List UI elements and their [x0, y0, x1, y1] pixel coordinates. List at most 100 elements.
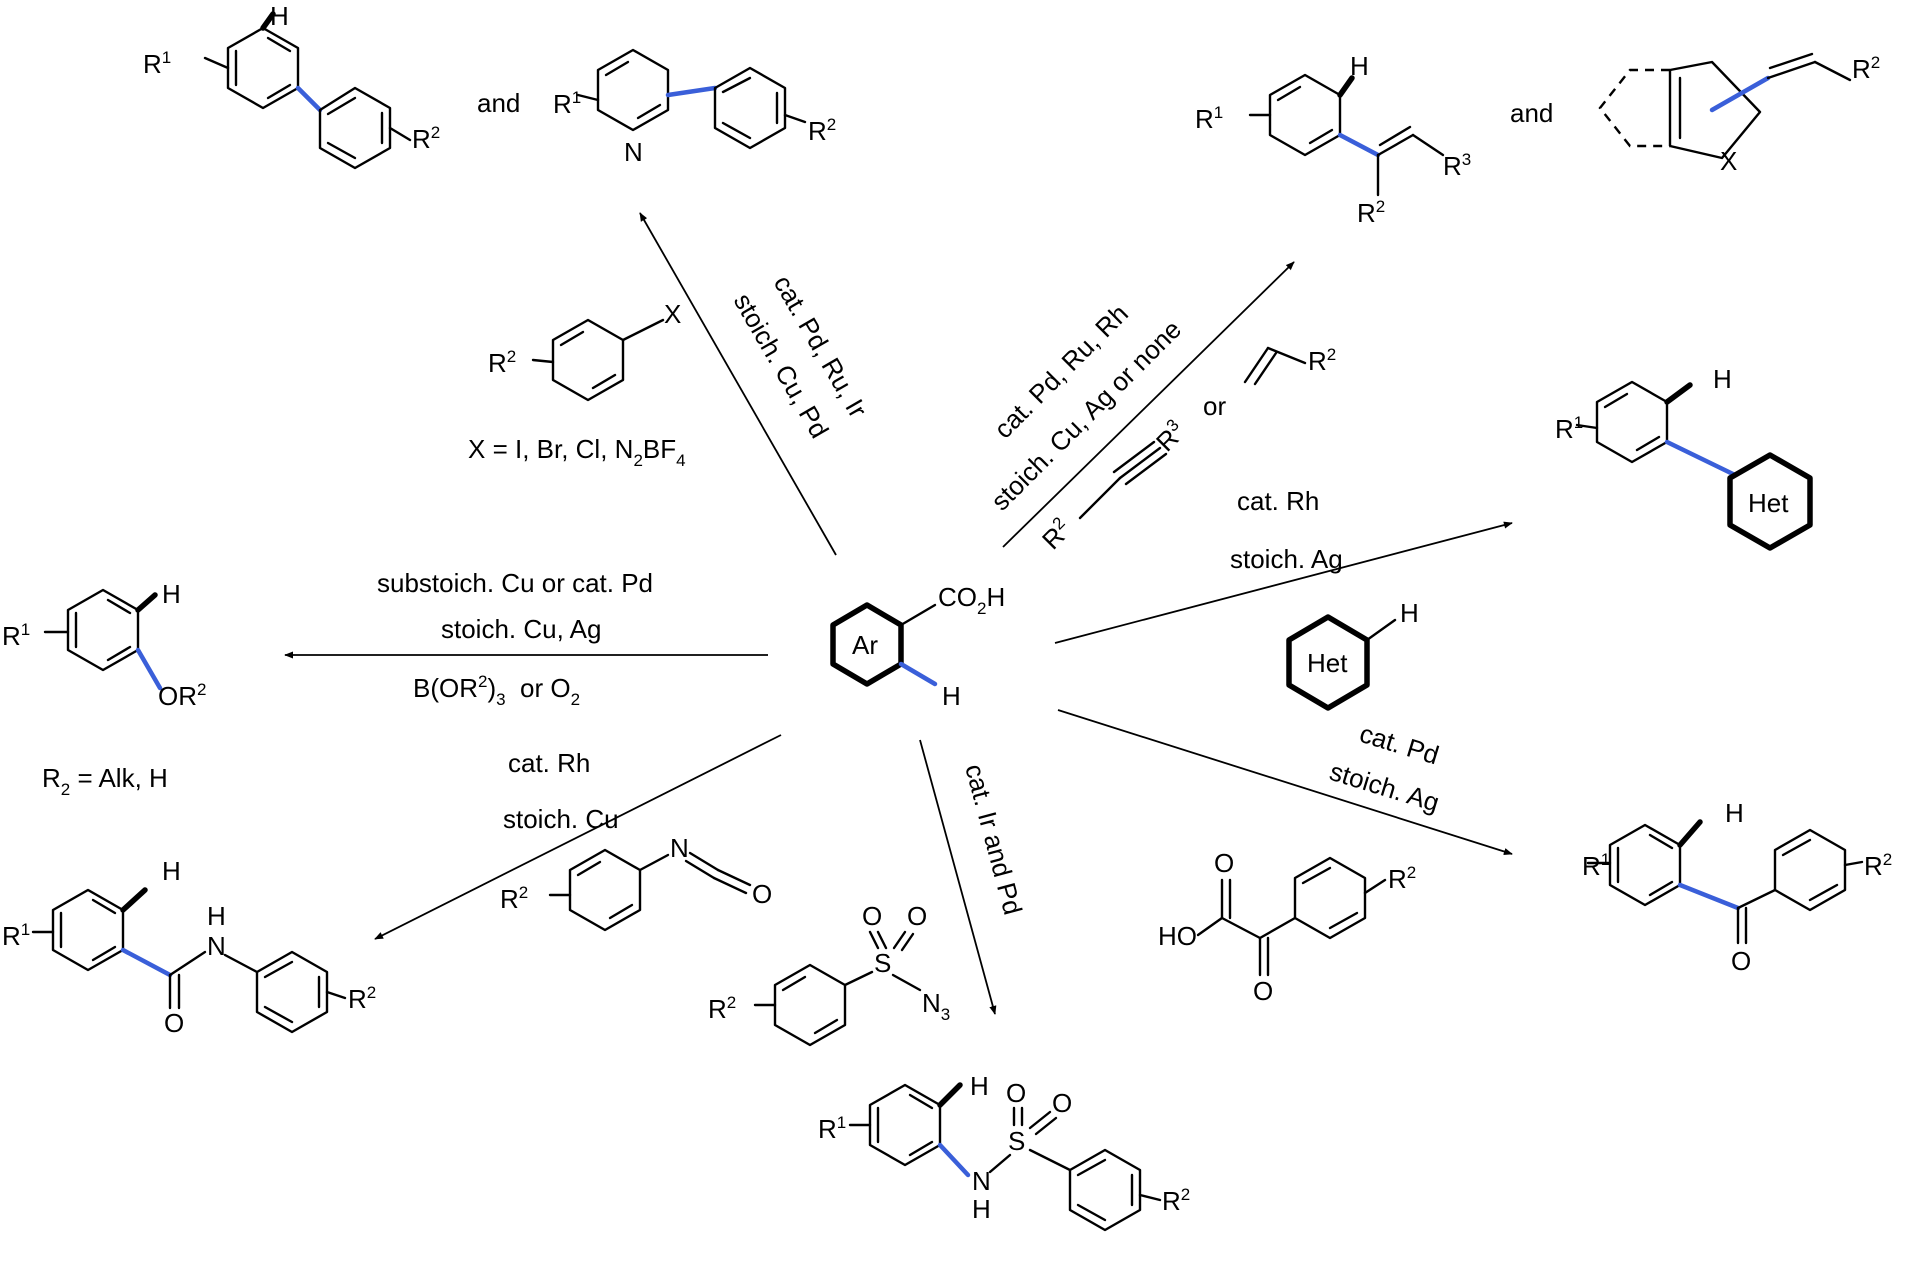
substituent-r1: R1 [553, 88, 581, 119]
substituent-r1: R1 [818, 1113, 846, 1144]
or-label: or [1203, 391, 1226, 421]
substituent-or2: OR2 [158, 680, 206, 711]
product-phenol-ether: H R1 OR2 [2, 579, 206, 711]
atom-o: O [1052, 1088, 1072, 1118]
atom-h: H [1725, 798, 1744, 828]
conditions-heteroarylation: cat. Rh stoich. Ag [1230, 486, 1343, 574]
amidation-condition-1: cat. Rh [508, 748, 590, 778]
heteroarylation-condition-1: cat. Rh [1237, 486, 1319, 516]
and-label: and [477, 88, 520, 118]
oxygenation-condition-3: B(OR2)3 or O2 [413, 672, 580, 709]
amide-h: H [207, 901, 226, 931]
substituent-r1: R1 [1582, 850, 1610, 881]
arrow-to-sulfonamide [919, 739, 997, 1015]
substituent-r2: R2 [1852, 53, 1880, 84]
substituent-r2: R2 [1357, 197, 1385, 228]
reagent-arylglyoxylic-acid: HO O O R2 [1158, 848, 1416, 1006]
atom-n: N [624, 137, 643, 167]
heteroarylation-condition-2: stoich. Ag [1230, 544, 1343, 574]
carboxylic-acid-label: CO2H [938, 582, 1005, 618]
substituent-r1: R1 [2, 920, 30, 951]
oxygenation-condition-2: stoich. Cu, Ag [441, 614, 601, 644]
acylation-condition-1: cat. Pd [1356, 718, 1442, 770]
r2-definition-note: R2 = Alk, H [42, 763, 168, 799]
substituent-r2: R2 [808, 115, 836, 146]
atom-x: X [664, 299, 681, 329]
substituent-r1: R1 [2, 620, 30, 651]
arrow-to-ketone [1057, 709, 1513, 855]
product-amide: H R1 O H N R2 [2, 856, 376, 1038]
substituent-r3: R3 [1443, 150, 1471, 181]
hydroxyl-ho: HO [1158, 921, 1197, 951]
substituent-r2: R2 [708, 993, 736, 1024]
atom-x: X [1720, 146, 1737, 176]
conditions-olefination: cat. Pd, Ru, Rh stoich. Cu, Ag or none [985, 298, 1187, 516]
amidation-condition-2: stoich. Cu [503, 804, 619, 834]
substituent-r2: R2 [1162, 1185, 1190, 1216]
substituent-r2: R2 [348, 983, 376, 1014]
sulfonamide-n: N [972, 1166, 991, 1196]
conditions-arylation: cat. Pd, Ru, Ir stoich. Cu, Pd [728, 270, 874, 443]
halide-definition: X = I, Br, Cl, N2BF4 [468, 434, 686, 470]
atom-s: S [1008, 1126, 1025, 1156]
conditions-amidation: cat. Rh stoich. Cu [503, 748, 619, 834]
atom-o: O [1731, 946, 1751, 976]
oxygenation-condition-1: substoich. Cu or cat. Pd [377, 568, 653, 598]
product-sulfonamide: H R1 N H S O O R2 [818, 1071, 1190, 1232]
atom-s: S [874, 948, 891, 978]
substituent-r2: R2 [488, 347, 516, 378]
substituent-r2: R2 [1864, 850, 1892, 881]
azide-n3: N3 [922, 988, 950, 1024]
het-ring-label: Het [1748, 488, 1789, 518]
atom-o: O [1214, 848, 1234, 878]
and-label: and [1510, 98, 1553, 128]
conditions-sulfonamidation: cat. Ir and Pd [959, 761, 1028, 918]
reagent-alkene: R2 [1243, 345, 1336, 386]
atom-o: O [862, 901, 882, 931]
amide-n: N [207, 931, 226, 961]
atom-o: O [752, 879, 772, 909]
arrow-to-amide [374, 734, 782, 940]
atom-n: N [670, 833, 689, 863]
substituent-r1: R1 [143, 48, 171, 79]
alkene-r2: R2 [1308, 345, 1336, 376]
atom-h: H [162, 856, 181, 886]
product-styrene: H R1 R3 R2 and [1195, 51, 1553, 228]
arrow-to-biaryl [639, 212, 837, 556]
substituent-r2: R2 [500, 883, 528, 914]
reagent-isocyanate: N O R2 [500, 833, 772, 932]
reagent-heteroarene: Het H [1286, 598, 1419, 711]
sulfonamide-h: H [972, 1194, 991, 1224]
atom-h: H [1350, 51, 1369, 81]
atom-h: H [1713, 364, 1732, 394]
ring-label-ar: Ar [852, 630, 878, 660]
product-heteroaryl: H R1 Het [1555, 364, 1813, 551]
substituent-r2: R2 [1388, 863, 1416, 894]
atom-h: H [270, 1, 289, 31]
product-biaryl: H R1 R2 and [143, 1, 520, 170]
sulfonamidation-condition-1: cat. Ir and Pd [959, 761, 1028, 918]
product-vinyl-heteroarene: X R2 [1598, 52, 1880, 176]
product-diaryl-ketone: H R1 O R2 [1582, 798, 1892, 976]
reagent-aryl-halide: X R2 X = I, Br, Cl, N2BF4 [468, 299, 686, 470]
substituent-r1: R1 [1555, 413, 1583, 444]
conditions-oxygenation: substoich. Cu or cat. Pd stoich. Cu, Ag … [42, 568, 653, 799]
starting-material-aryl-carboxylic-acid: Ar CO2H H [830, 582, 1005, 711]
atom-h: H [1400, 598, 1419, 628]
het-ring-label: Het [1307, 648, 1348, 678]
ortho-h-label: H [942, 681, 961, 711]
atom-o: O [164, 1008, 184, 1038]
atom-o: O [907, 901, 927, 931]
atom-o: O [1006, 1078, 1026, 1108]
atom-h: H [970, 1071, 989, 1101]
product-pyridyl-aryl: N R1 R2 [553, 48, 836, 167]
arrow-to-heteroaryl [1054, 521, 1513, 644]
reagent-sulfonyl-azide: S O O N3 R2 [708, 901, 950, 1047]
conditions-acylation: cat. Pd stoich. Ag [1326, 718, 1443, 818]
arrow-to-alkene [1002, 261, 1295, 548]
alkyne-r2: R2 [1035, 513, 1077, 555]
atom-h: H [162, 579, 181, 609]
atom-o: O [1253, 976, 1273, 1006]
substituent-r2: R2 [412, 123, 440, 154]
